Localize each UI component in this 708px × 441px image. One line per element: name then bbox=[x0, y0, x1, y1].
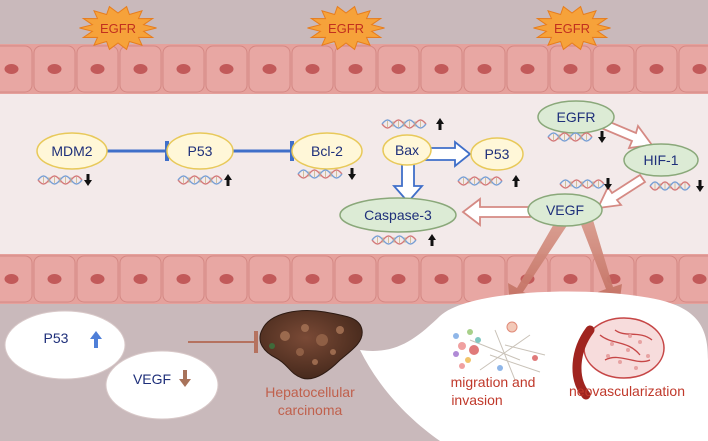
cell-nucleus bbox=[262, 64, 277, 74]
up-arrow-icon bbox=[428, 234, 436, 246]
dna-icon bbox=[37, 175, 83, 185]
cell-nucleus bbox=[563, 64, 578, 74]
migration-cells-icon bbox=[453, 321, 546, 381]
node-bax-label: Bax bbox=[395, 142, 419, 158]
dna-icon bbox=[559, 179, 605, 189]
dna-icon bbox=[649, 181, 691, 191]
cell-nucleus bbox=[262, 274, 277, 284]
cell-nucleus bbox=[434, 64, 449, 74]
node-egfr-label: EGFR bbox=[557, 109, 596, 125]
cell-nucleus bbox=[477, 64, 492, 74]
summary-p53-label: P53 bbox=[44, 330, 69, 346]
node-hif1-label: HIF-1 bbox=[644, 152, 679, 168]
node-mdm2: MDM2 bbox=[36, 132, 108, 170]
cell-nucleus bbox=[692, 64, 707, 74]
node-p53-left-label: P53 bbox=[188, 143, 213, 159]
cell-nucleus bbox=[649, 64, 664, 74]
summary-vegf-label: VEGF bbox=[133, 371, 171, 387]
node-bcl2: Bcl-2 bbox=[291, 132, 363, 170]
cell-nucleus bbox=[133, 64, 148, 74]
migration-label-line1: migration and bbox=[451, 374, 536, 390]
node-p53-right-label: P53 bbox=[485, 146, 510, 162]
cell-nucleus bbox=[219, 274, 234, 284]
dna-icon bbox=[371, 235, 417, 245]
dna-icon bbox=[297, 169, 343, 179]
node-caspase3: Caspase-3 bbox=[339, 197, 457, 233]
liver-icon bbox=[259, 310, 363, 380]
dna-icon bbox=[457, 176, 503, 186]
node-vegf: VEGF bbox=[527, 193, 603, 227]
cell-nucleus bbox=[348, 64, 363, 74]
cell-nucleus bbox=[90, 64, 105, 74]
down-arrow-icon bbox=[604, 178, 612, 190]
node-bcl2-label: Bcl-2 bbox=[311, 143, 343, 159]
dna-icon bbox=[547, 132, 593, 142]
cell-nucleus bbox=[47, 64, 62, 74]
summary-p53-bubble: P53 bbox=[4, 310, 126, 380]
down-arrow-icon bbox=[348, 168, 356, 180]
dna-icon bbox=[177, 175, 223, 185]
cell-nucleus bbox=[4, 64, 19, 74]
node-p53-left: P53 bbox=[166, 132, 234, 170]
cell-nucleus bbox=[176, 64, 191, 74]
neovascularization-label: neovascularization bbox=[569, 383, 685, 399]
up-arrow-icon bbox=[90, 331, 102, 348]
node-egfr: EGFR bbox=[537, 100, 615, 134]
node-vegf-label: VEGF bbox=[546, 202, 584, 218]
cell-nucleus bbox=[520, 64, 535, 74]
migration-label-line2: invasion bbox=[451, 392, 502, 408]
down-arrow-icon bbox=[179, 370, 191, 387]
up-arrow-icon bbox=[224, 174, 232, 186]
hcc-label-line1: Hepatocellular bbox=[265, 384, 355, 400]
hcc-label-line2: carcinoma bbox=[278, 402, 343, 418]
top-cell-layer bbox=[0, 44, 708, 94]
egfr-burst-label: EGFR bbox=[328, 21, 364, 36]
cell-nucleus bbox=[305, 64, 320, 74]
cell-nucleus bbox=[219, 64, 234, 74]
node-mdm2-label: MDM2 bbox=[51, 143, 92, 159]
node-caspase3-label: Caspase-3 bbox=[364, 207, 432, 223]
cell-nucleus bbox=[90, 274, 105, 284]
cell-nucleus bbox=[434, 274, 449, 284]
down-arrow-icon bbox=[84, 174, 92, 186]
cell-nucleus bbox=[649, 274, 664, 284]
cell-nucleus bbox=[133, 274, 148, 284]
dna-icon bbox=[381, 119, 427, 129]
egfr-burst-2: EGFR bbox=[307, 5, 385, 51]
egfr-burst-1: EGFR bbox=[79, 5, 157, 51]
cell-nucleus bbox=[563, 274, 578, 284]
cell-nucleus bbox=[305, 274, 320, 284]
summary-vegf-bubble: VEGF bbox=[105, 350, 219, 420]
egfr-burst-3: EGFR bbox=[533, 5, 611, 51]
node-bax: Bax bbox=[382, 134, 432, 166]
cell-nucleus bbox=[348, 274, 363, 284]
arrow-hif1-vegf bbox=[596, 173, 647, 210]
node-hif1: HIF-1 bbox=[623, 143, 699, 177]
cell-nucleus bbox=[391, 64, 406, 74]
arrow-bax-caspase3 bbox=[392, 163, 424, 204]
arrow-vegf-neovascularization bbox=[580, 220, 622, 313]
egfr-burst-label: EGFR bbox=[554, 21, 590, 36]
arrow-vegf-caspase3 bbox=[461, 197, 531, 227]
up-arrow-icon bbox=[436, 118, 444, 130]
up-arrow-icon bbox=[512, 175, 520, 187]
cell-nucleus bbox=[391, 274, 406, 284]
cell-nucleus bbox=[4, 274, 19, 284]
cell-nucleus bbox=[692, 274, 707, 284]
cell-nucleus bbox=[477, 274, 492, 284]
egfr-burst-label: EGFR bbox=[100, 21, 136, 36]
node-p53-right: P53 bbox=[470, 137, 524, 171]
cell-nucleus bbox=[47, 274, 62, 284]
tumor-vessel-icon bbox=[572, 317, 665, 400]
arrow-vegf-migration bbox=[508, 222, 568, 312]
down-arrow-icon bbox=[598, 131, 606, 143]
cell-nucleus bbox=[176, 274, 191, 284]
cell-nucleus bbox=[606, 64, 621, 74]
down-arrow-icon bbox=[696, 180, 704, 192]
